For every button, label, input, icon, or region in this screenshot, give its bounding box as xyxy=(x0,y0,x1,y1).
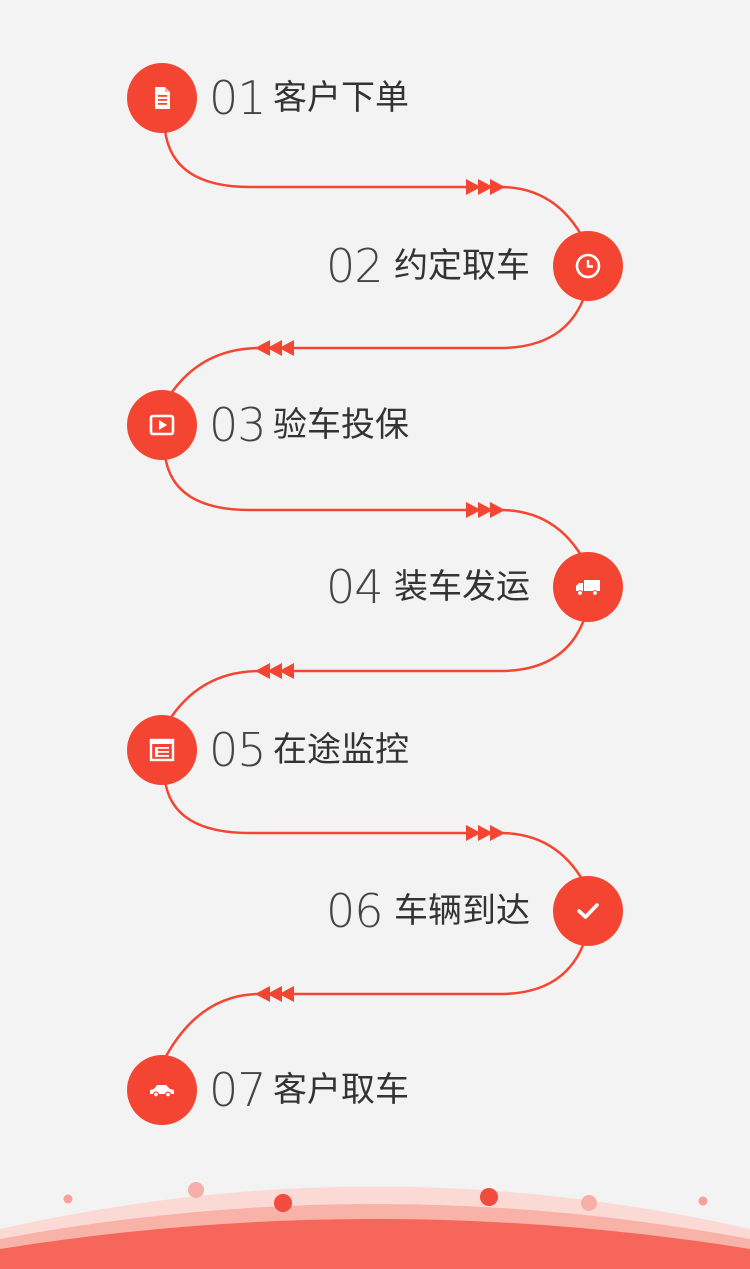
step-node xyxy=(127,715,197,785)
step-06: 06 车辆到达 xyxy=(320,876,625,946)
checkmark-icon xyxy=(577,903,599,919)
clock-icon xyxy=(575,253,601,279)
arrow-markers xyxy=(255,179,505,1002)
step-03: 03 验车投保 xyxy=(127,390,527,460)
truck-icon xyxy=(576,580,600,596)
step-number: 01 xyxy=(209,71,267,125)
step-node xyxy=(127,390,197,460)
step-02: 02 约定取车 xyxy=(320,231,625,301)
step-node xyxy=(553,876,623,946)
step-label: 验车投保 xyxy=(273,405,409,445)
step-number: 06 xyxy=(326,884,384,938)
step-node xyxy=(127,1055,197,1125)
step-number: 05 xyxy=(209,723,267,777)
step-number: 03 xyxy=(209,398,267,452)
step-07: 07 客户取车 xyxy=(127,1055,527,1125)
step-05: 05 在途监控 xyxy=(127,715,527,785)
step-number: 07 xyxy=(209,1063,267,1117)
step-node xyxy=(127,63,197,133)
arrow-right-5 xyxy=(466,825,505,841)
arrow-left-2 xyxy=(255,340,294,356)
step-number: 02 xyxy=(326,239,384,293)
play-icon xyxy=(149,414,175,436)
step-label: 在途监控 xyxy=(273,730,409,770)
step-label: 客户下单 xyxy=(273,78,409,118)
step-number: 04 xyxy=(326,560,384,614)
step-04: 04 装车发运 xyxy=(320,552,625,622)
step-label: 装车发运 xyxy=(394,567,530,607)
arrow-right-1 xyxy=(466,179,505,195)
car-icon xyxy=(150,1085,174,1098)
bottom-decoration xyxy=(0,1182,750,1269)
arrow-left-4 xyxy=(255,663,294,679)
step-01: 01 客户下单 xyxy=(127,63,527,133)
arrow-right-3 xyxy=(466,502,505,518)
step-label: 车辆到达 xyxy=(394,891,530,931)
step-label: 约定取车 xyxy=(394,246,530,286)
monitor-list-icon xyxy=(149,738,175,762)
step-node xyxy=(553,231,623,301)
document-icon xyxy=(155,87,170,109)
arrow-left-6 xyxy=(255,986,294,1002)
step-label: 客户取车 xyxy=(273,1070,409,1110)
step-node xyxy=(553,552,623,622)
